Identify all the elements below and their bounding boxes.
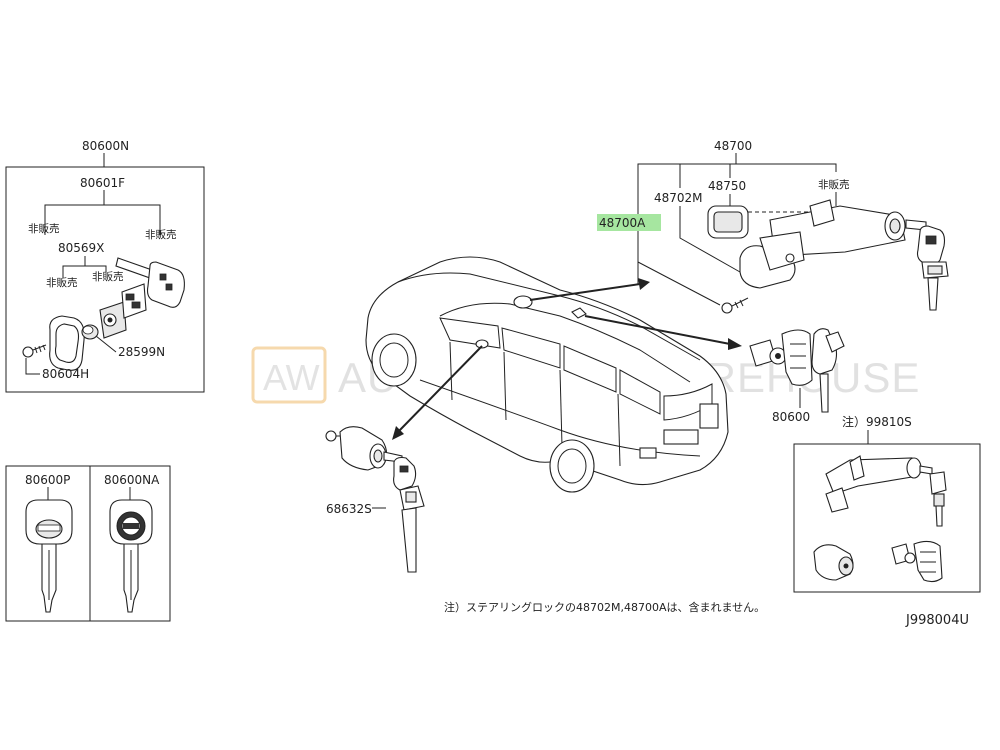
label-80600[interactable]: 80600 [772, 410, 810, 424]
group-blank-keys: 80600P 80600NA [5, 465, 171, 622]
label-80601F[interactable]: 80601F [80, 176, 125, 190]
label-80600P[interactable]: 80600P [25, 473, 70, 487]
group-80600N: 80600N 80601F 非販売 非販売 80569X 非販売 非販売 [5, 139, 205, 393]
group-48700: 48700 48750 48702M 非販売 48700A [597, 139, 949, 314]
key-80600P [25, 499, 73, 613]
steering-lock-mini [825, 455, 947, 527]
watermark-logo: AW [263, 357, 320, 398]
label-68632S[interactable]: 68632S [326, 502, 372, 516]
label-not-for-sale-right: 非販売 [145, 228, 177, 241]
label-48700A[interactable]: 48700A [599, 216, 646, 230]
label-80600NA[interactable]: 80600NA [104, 473, 160, 487]
key-fob-shell [49, 315, 85, 371]
footnote-text: 注）ステアリングロックの48702M,48700Aは、含まれません。 [444, 600, 765, 614]
highlight-48700A [597, 214, 661, 231]
circuit-board [121, 283, 147, 319]
coin-battery [81, 324, 99, 340]
group-box-80600N [5, 166, 205, 393]
label-99810S[interactable]: 注）99810S [842, 414, 912, 429]
ignition-key-48700 [905, 219, 949, 311]
label-48700[interactable]: 48700 [714, 139, 752, 153]
label-48750[interactable]: 48750 [708, 179, 746, 193]
label-not-for-sale-left: 非販売 [28, 222, 60, 235]
callout-arrows [392, 278, 742, 440]
trunk-cylinder-mini [813, 544, 854, 581]
label-not-for-sale-mid2: 非販売 [92, 270, 124, 283]
key-80600NA [109, 499, 153, 613]
key-blade [115, 257, 185, 308]
screw-80604H [22, 344, 47, 358]
transponder-chip [99, 301, 127, 339]
label-48702M[interactable]: 48702M [654, 191, 703, 205]
label-not-for-sale-48700: 非販売 [818, 178, 850, 191]
diagram-id: J998004U [905, 613, 969, 628]
steering-lock-assembly [707, 199, 906, 314]
label-80604H[interactable]: 80604H [42, 367, 89, 381]
label-80569X[interactable]: 80569X [58, 241, 104, 255]
label-80600N[interactable]: 80600N [82, 139, 129, 153]
label-not-for-sale-mid: 非販売 [46, 276, 78, 289]
group-68632S: 68632S [325, 426, 425, 573]
station-wagon-car [365, 256, 729, 493]
group-80600-door-lock: 80600 [749, 328, 845, 424]
group-99810S: 注）99810S [793, 414, 981, 593]
door-lock-mini [891, 540, 943, 583]
label-28599N[interactable]: 28599N [118, 345, 165, 359]
